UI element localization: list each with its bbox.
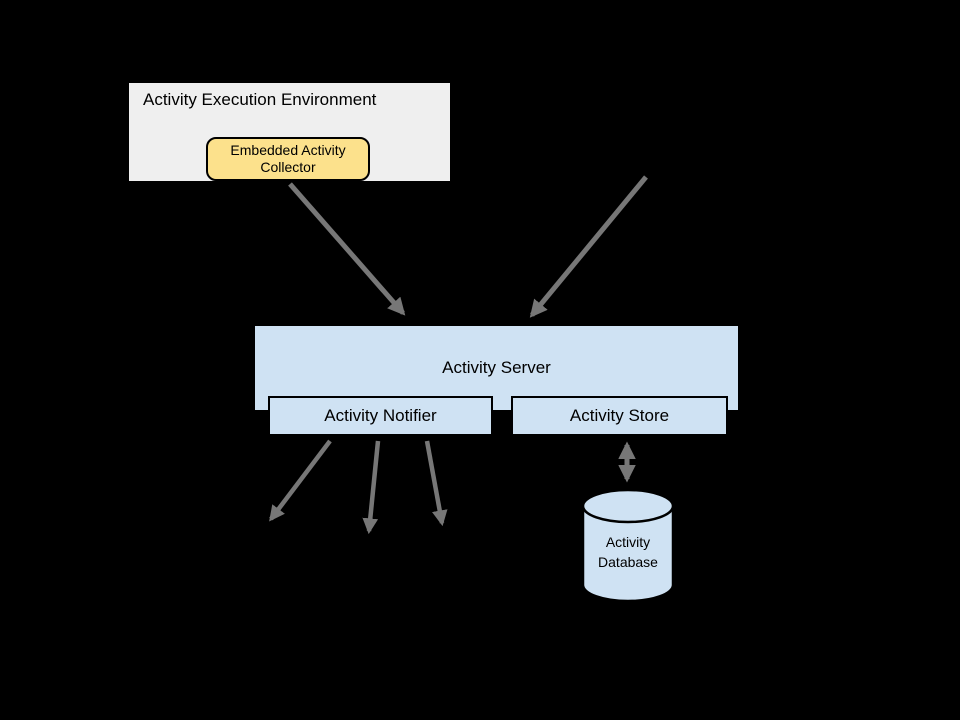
notifier-node: Activity Notifier [268,396,493,436]
database-cylinder-top [581,488,675,524]
database-label: Activity Database [598,534,658,570]
arrow-notifier-out-right [424,440,448,527]
collector-node: Embedded Activity Collector [206,137,370,181]
arrow-collector-to-server [288,182,406,316]
environment-title: Activity Execution Environment [143,90,377,109]
arrow-external-to-server [529,175,648,318]
store-node: Activity Store [511,396,728,436]
arrow-notifier-out-left [269,439,332,522]
arrow-notifier-out-middle [362,440,381,535]
